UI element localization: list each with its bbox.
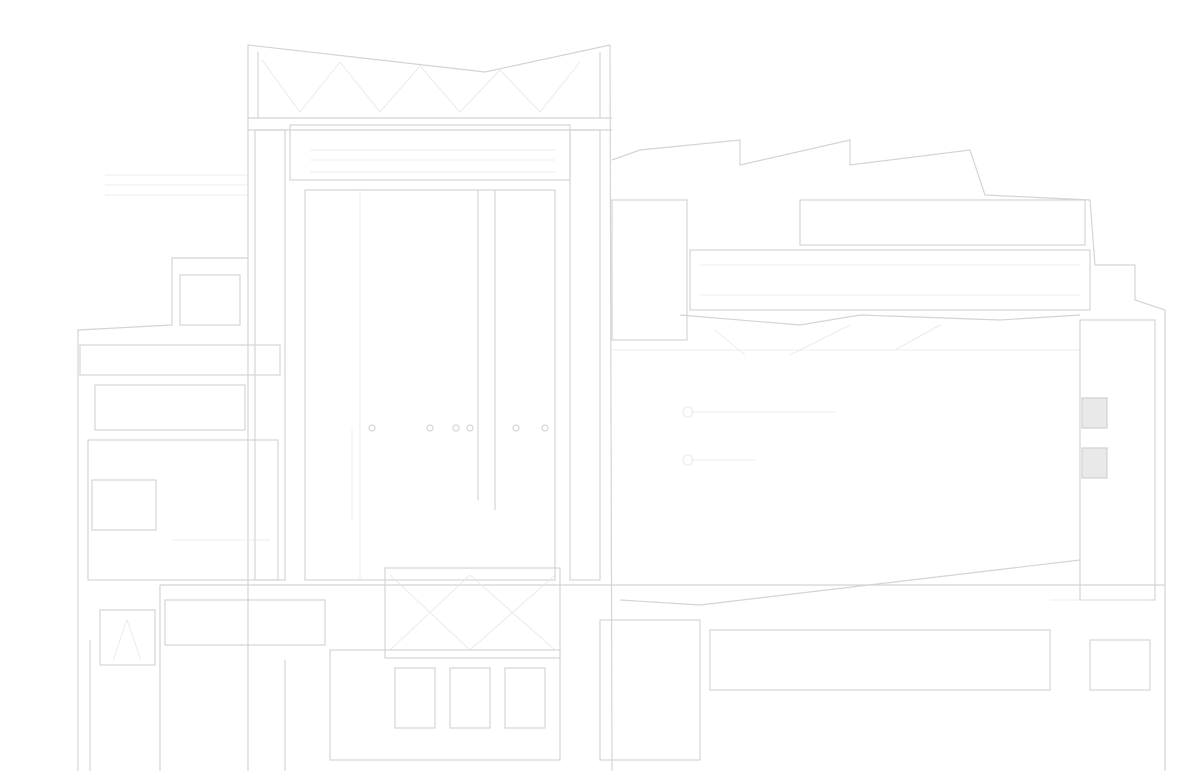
basement	[160, 567, 1165, 771]
fly-tower	[105, 44, 613, 771]
auditorium	[611, 139, 1166, 771]
left-wing	[77, 257, 281, 771]
